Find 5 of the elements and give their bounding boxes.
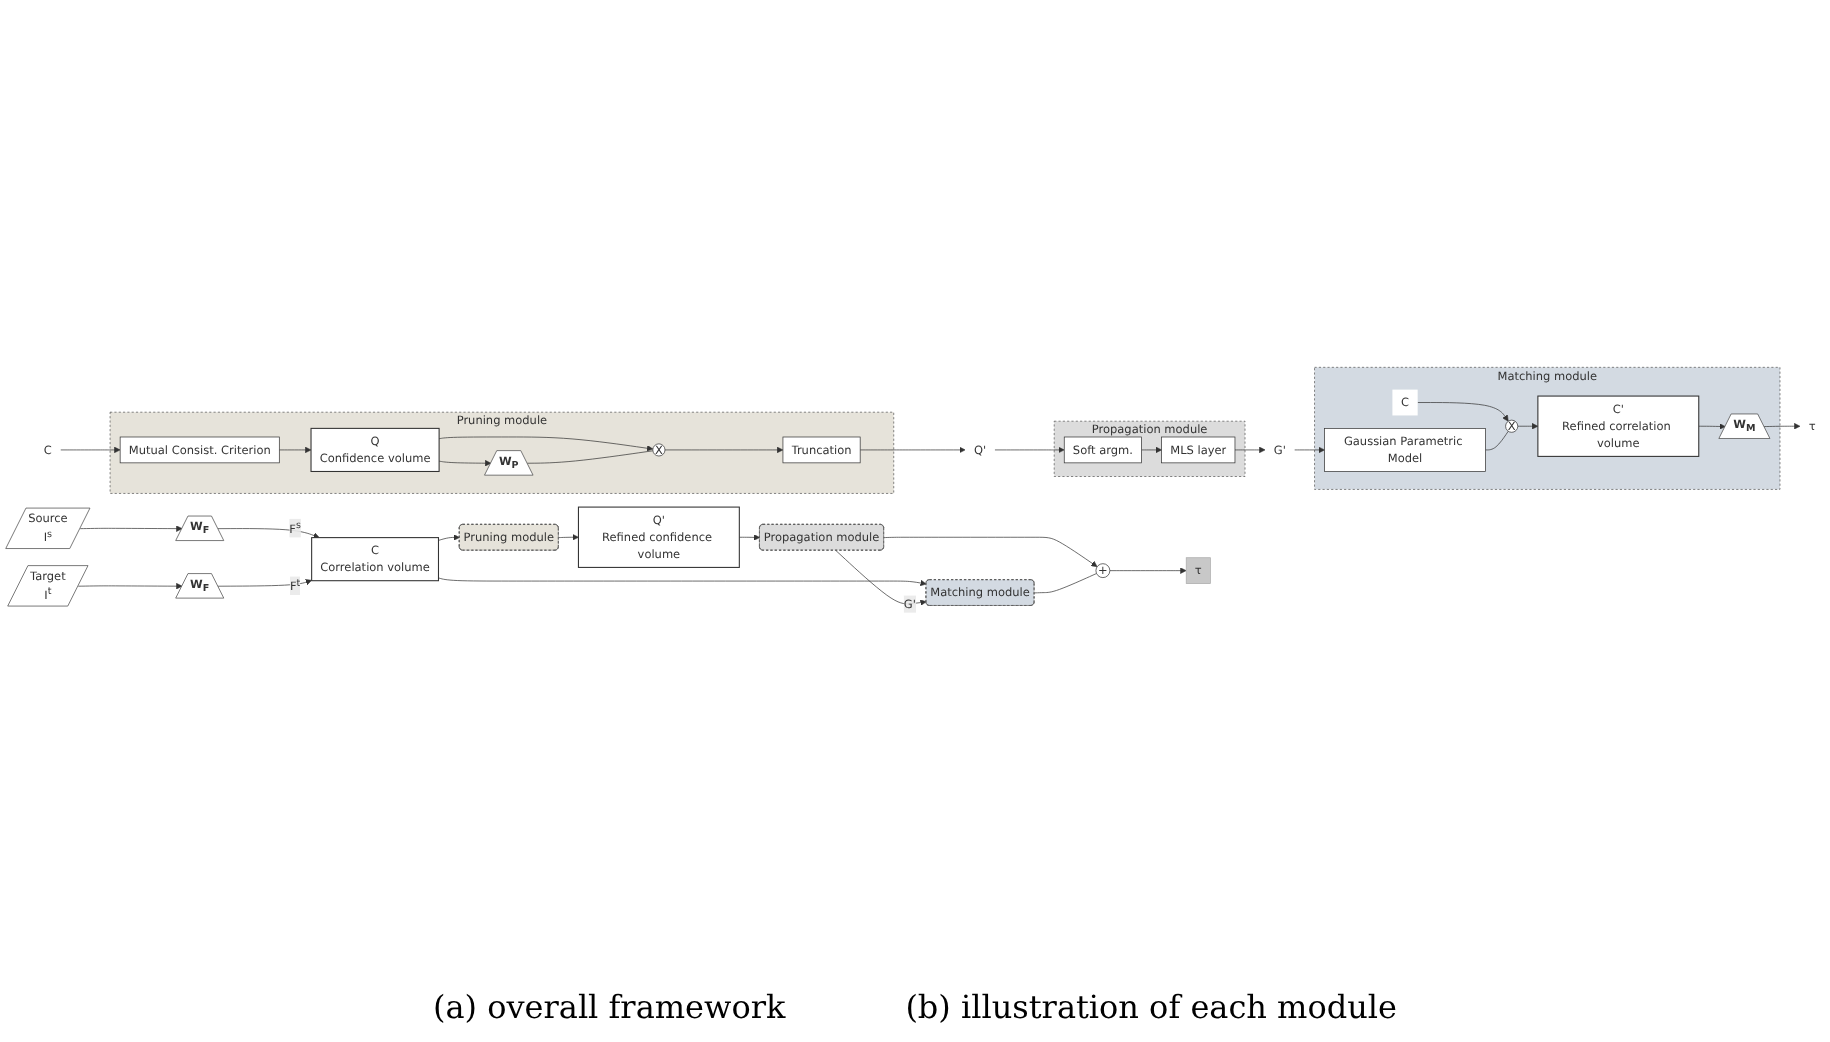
connector (526, 450, 654, 464)
connector (1485, 430, 1509, 451)
caption-text: (a) overall framework (433, 988, 786, 1026)
connector (1034, 573, 1097, 594)
caption-text: (b) illustration of each module (905, 988, 1397, 1026)
